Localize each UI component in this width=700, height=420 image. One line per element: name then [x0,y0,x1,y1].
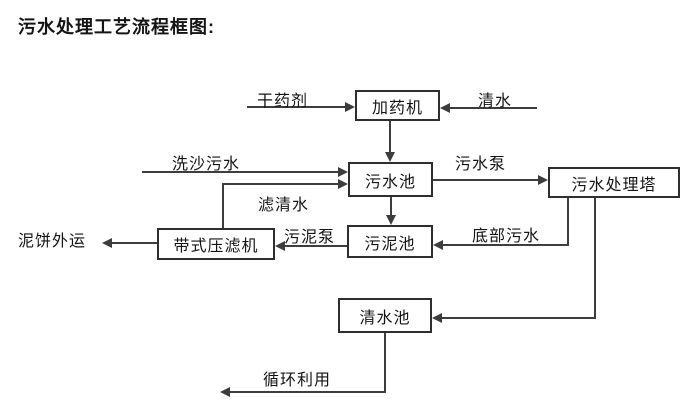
label-sand-washing-sewage: 洗沙污水 [172,156,241,173]
node-sewage-pool: 污水池 [348,162,433,197]
label-sludge-pump: 污泥泵 [284,229,336,246]
edge-sand-washing-line [142,171,340,173]
label-filtered-water: 滤清水 [258,197,310,214]
edge-filtered-water-line [222,183,340,185]
edge-recycling-line [230,391,386,393]
arrow-left-icon [275,241,285,251]
edge-sludge-pump-line [285,245,347,247]
edge-mud-cake-line [112,242,157,244]
page-title: 污水处理工艺流程框图: [18,17,215,37]
edge-filtered-water-riser [222,183,224,228]
label-bottom-sewage: 底部污水 [472,228,541,245]
arrow-left-icon [220,387,230,397]
label-mud-cake-out: 泥饼外运 [18,233,87,250]
edge-bottom-sewage-line [443,244,569,246]
edge-tower-to-clear-line [442,317,596,319]
edge-sewage-pump-line [433,179,540,181]
arrow-left-icon [440,103,450,113]
label-sewage-pump: 污水泵 [455,156,507,173]
arrow-right-icon [538,175,548,185]
label-recycling: 循环利用 [263,372,332,389]
label-dry-chemical: 干药剂 [257,93,309,110]
edge-dry-chemical-line [247,106,345,108]
edge-dosing-to-pool-line [389,120,391,154]
edge-recycling-drop [384,333,386,393]
node-clear-water-pool: 清水池 [338,298,432,333]
arrow-left-icon [432,313,442,323]
node-treatment-tower: 污水处理塔 [548,167,680,198]
node-dosing-machine: 加药机 [355,90,440,121]
arrow-left-icon [433,240,443,250]
arrow-left-icon [102,238,112,248]
node-sludge-pool: 污泥池 [347,225,433,258]
node-belt-filter-press: 带式压滤机 [157,228,275,260]
edge-bottom-sewage-drop [567,198,569,246]
arrow-right-icon [338,167,348,177]
edge-pool-to-sludge-line [390,197,392,217]
edge-tower-to-clear-drop [594,198,596,319]
arrow-down-icon [385,152,395,162]
label-clear-water: 清水 [478,93,513,110]
arrow-down-icon [386,215,396,225]
edge-clear-water-line [450,107,537,109]
arrow-right-icon [338,179,348,189]
arrow-right-icon [345,102,355,112]
